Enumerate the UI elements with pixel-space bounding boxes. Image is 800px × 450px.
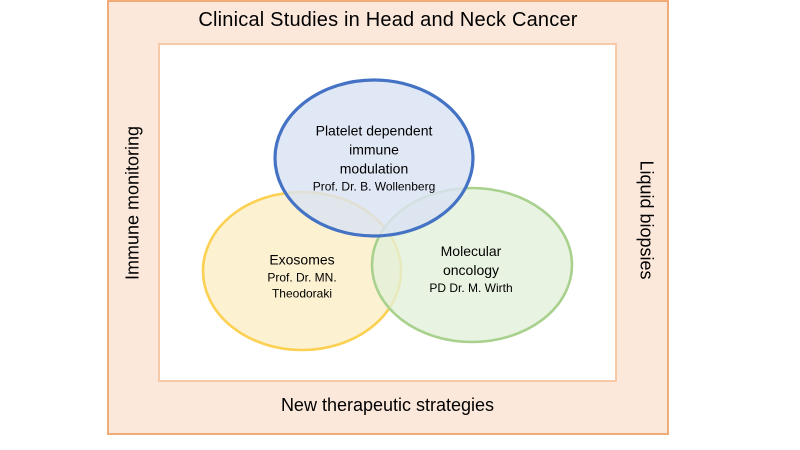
exosomes-label-line: Exosomes [269,251,335,268]
platelet-ellipse-label: Platelet dependent immune modulation Pro… [313,122,436,195]
exosomes-leader-name: Prof. Dr. MN. [267,270,337,285]
molecular-oncology-label-line: oncology [442,262,500,278]
bottom-axis-label: New therapeutic strategies [280,395,495,415]
platelet-label-line: immune [349,141,399,158]
platelet-ellipse-fill [275,80,473,236]
molecular-oncology-leader-name: PD Dr. M. Wirth [429,281,513,295]
page-title: Clinical Studies in Head and Neck Cancer [198,9,578,31]
exosomes-leader-name: Theodoraki [271,286,333,301]
molecular-oncology-ellipse-label: Molecular oncology PD Dr. M. Wirth [429,242,512,296]
platelet-leader-name: Prof. Dr. B. Wollenberg [312,179,436,194]
platelet-label-line: modulation [339,160,409,177]
molecular-oncology-ellipse-outline [370,186,574,344]
molecular-oncology-label-line: Molecular [440,243,502,259]
platelet-ellipse-outline [273,78,475,238]
platelet-label-line: Platelet dependent [315,122,433,139]
exosomes-ellipse-label: Exosomes Prof. Dr. MN. Theodoraki [267,251,336,302]
